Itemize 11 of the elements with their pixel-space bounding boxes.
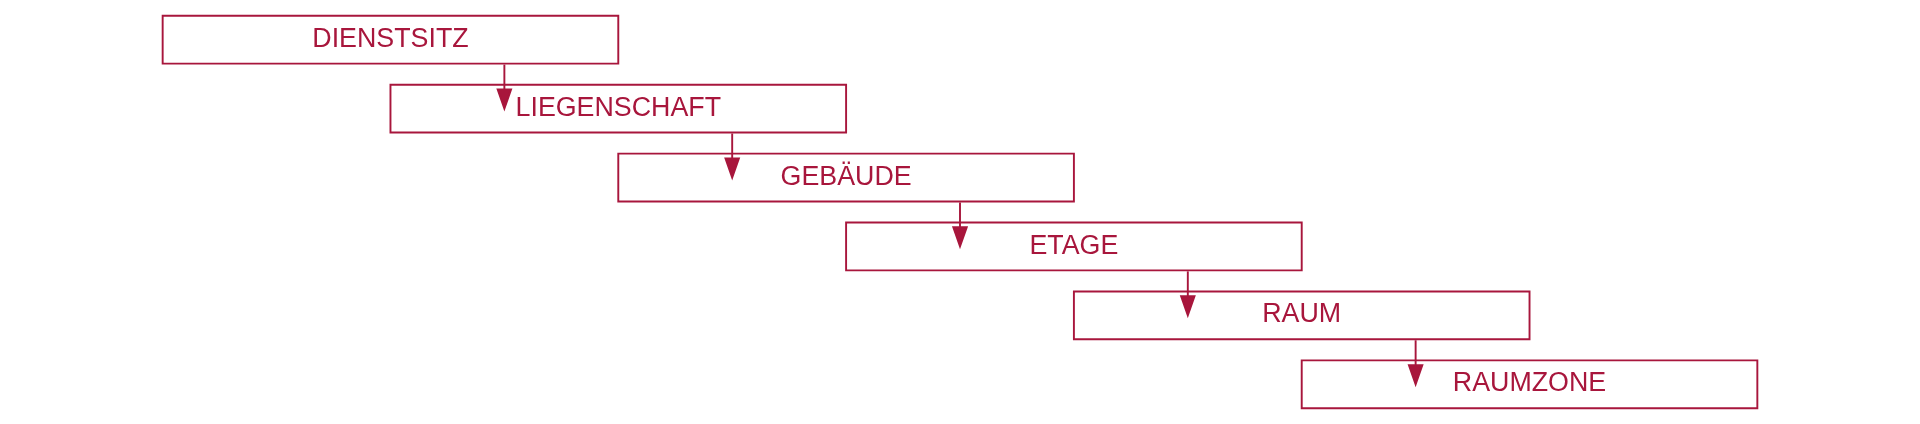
node-box: RAUM — [1072, 290, 1531, 341]
node-box: GEBÄUDE — [617, 152, 1075, 203]
node-box: LIEGENSCHAFT — [389, 83, 848, 134]
node-box: DIENSTSITZ — [161, 14, 620, 65]
node-box: RAUMZONE — [1300, 359, 1759, 410]
node-box: ETAGE — [845, 221, 1303, 272]
arrow — [1407, 339, 1424, 388]
arrow — [496, 63, 513, 112]
arrow — [724, 132, 741, 181]
arrow — [951, 201, 969, 250]
arrow — [1179, 270, 1196, 319]
